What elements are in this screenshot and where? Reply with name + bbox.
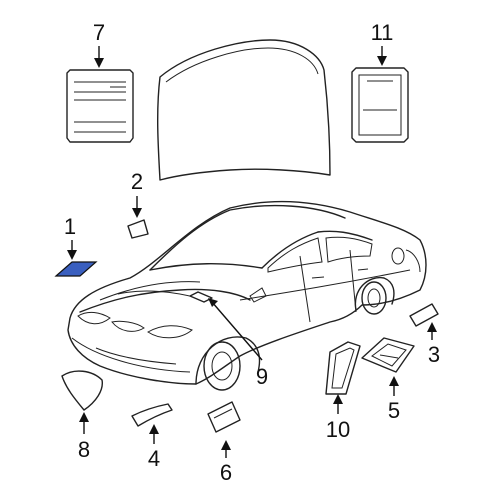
part-1-label[interactable] <box>54 261 98 277</box>
callout-8: 8 <box>78 437 90 462</box>
leader-9 <box>208 298 263 361</box>
part-3-label[interactable] <box>409 303 439 327</box>
leader-3 <box>427 322 437 340</box>
part-11-label[interactable] <box>351 67 409 143</box>
leader-10 <box>333 394 343 414</box>
callout-4: 4 <box>148 446 160 471</box>
part-2-label[interactable] <box>127 219 149 239</box>
callout-7: 7 <box>93 20 105 45</box>
leader-5 <box>389 376 399 396</box>
part-6-label[interactable] <box>207 401 241 433</box>
callout-6: 6 <box>220 460 232 485</box>
part-8-label[interactable] <box>61 370 103 411</box>
leader-7 <box>94 46 104 68</box>
leader-4 <box>149 424 159 444</box>
leader-6 <box>221 440 231 458</box>
callout-11: 11 <box>371 20 394 45</box>
leader-8 <box>79 412 89 434</box>
part-5-label[interactable] <box>361 337 415 373</box>
callout-1: 1 <box>64 214 76 239</box>
callout-10: 10 <box>326 417 350 442</box>
leader-11 <box>377 46 387 66</box>
callout-5: 5 <box>388 398 400 423</box>
vehicle-outline <box>67 200 427 391</box>
leader-1 <box>67 240 77 260</box>
part-10-label[interactable] <box>325 341 361 395</box>
hood <box>157 39 331 181</box>
part-9-label[interactable] <box>189 291 213 303</box>
leader-2 <box>132 196 142 218</box>
callout-3: 3 <box>428 342 440 367</box>
part-4-label[interactable] <box>131 403 173 427</box>
callout-2: 2 <box>131 169 143 194</box>
part-7-label[interactable] <box>66 69 134 143</box>
callout-9: 9 <box>256 364 268 389</box>
